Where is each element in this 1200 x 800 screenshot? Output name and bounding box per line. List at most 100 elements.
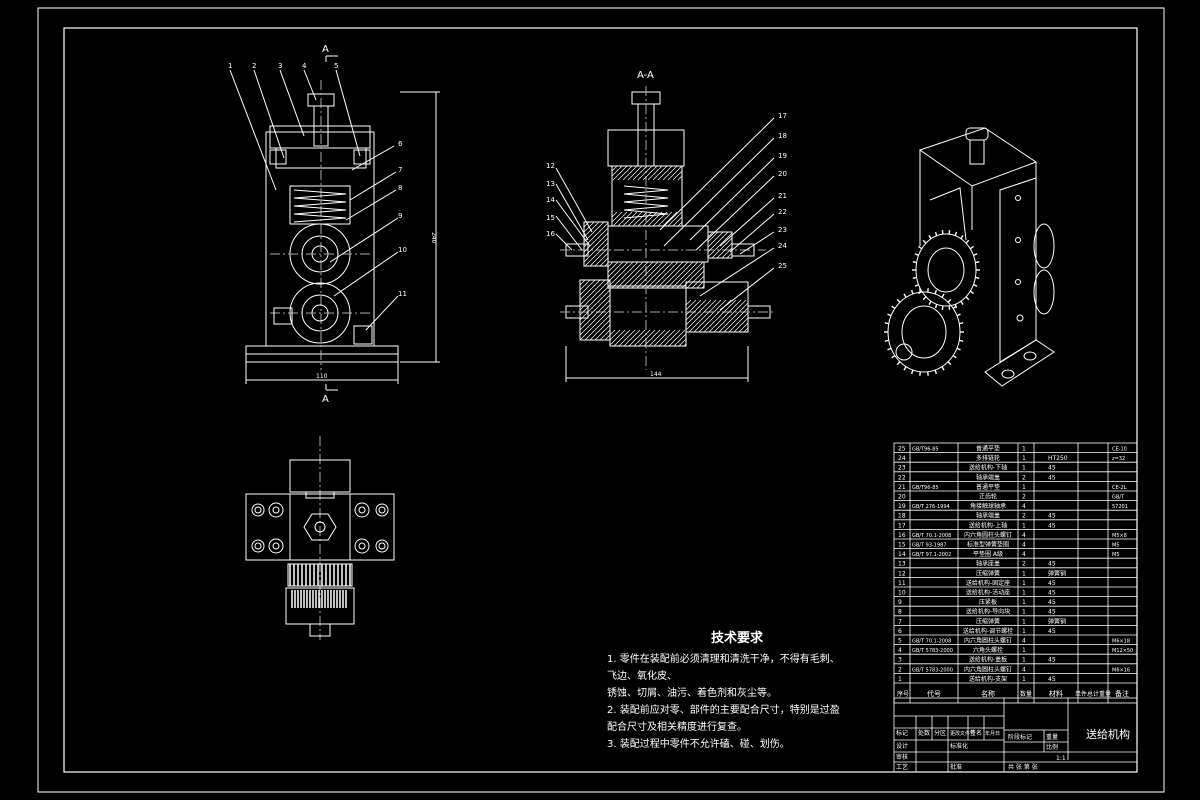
- hatch-line: [707, 231, 724, 248]
- bom-material: 45: [1048, 599, 1056, 606]
- hatch-line: [721, 247, 733, 259]
- bom-name: 送给机构-盖板: [969, 656, 1007, 664]
- tb-approve: 批准: [950, 763, 962, 771]
- bom-qty: 1: [1022, 590, 1026, 597]
- section-mark-top: A: [322, 44, 329, 55]
- hatch-line: [589, 319, 611, 341]
- hatch-line: [662, 211, 678, 227]
- balloon-14: 14: [546, 196, 555, 204]
- tech-line-4: 2. 装配前应对零、部件的主要配合尺寸，特别是过盈: [607, 705, 840, 716]
- tb-count: 处数: [918, 729, 930, 737]
- hatch-line: [583, 237, 609, 263]
- bom-name: 送给机构-调节螺栓: [963, 627, 1013, 635]
- hatch-line: [628, 329, 646, 347]
- gear-tooth: [922, 296, 927, 301]
- bom-no: 12: [898, 570, 906, 577]
- hatch-line: [611, 261, 639, 289]
- bom-qty: 1: [1022, 609, 1026, 616]
- hatch-line: [579, 309, 611, 341]
- bom-qty: 1: [1022, 599, 1026, 606]
- hatch-line: [607, 261, 614, 268]
- tech-line-5: 配合尺寸及相关精度进行复查。: [607, 722, 747, 733]
- gear-tooth: [887, 347, 892, 351]
- hatch-line: [652, 211, 668, 227]
- tb-std: 标准化: [950, 742, 968, 750]
- hatch-line: [632, 165, 648, 181]
- tb-scale: 比例: [1046, 743, 1058, 751]
- bom-no: 11: [898, 580, 906, 587]
- hatch-line: [583, 221, 595, 233]
- bom-no: 25: [898, 446, 906, 453]
- hatch-line: [613, 329, 631, 347]
- gear-tooth: [910, 289, 914, 295]
- tb-zone: 分区: [934, 729, 946, 737]
- hatch-line: [637, 211, 653, 227]
- gear-tooth: [959, 322, 964, 325]
- hatch-line: [657, 211, 673, 227]
- balloon-19: 19: [778, 152, 787, 160]
- hatch-line: [604, 334, 611, 341]
- bom-material: HT250: [1048, 455, 1068, 462]
- balloon-21: 21: [778, 192, 787, 200]
- tb-date: 年月日: [985, 730, 1000, 737]
- hatch-line: [616, 261, 644, 289]
- bom-code: GB/T 97.1-2002: [912, 552, 951, 558]
- balloon-20: 20: [778, 170, 787, 178]
- hatch-line: [583, 227, 609, 253]
- hatch-line: [583, 221, 590, 228]
- hatch-line: [579, 279, 606, 306]
- hatch-line: [683, 343, 687, 347]
- gear-tooth: [959, 339, 964, 342]
- balloon-10: 10: [398, 246, 407, 254]
- hatch-line: [627, 211, 643, 227]
- bom-name: 送给机构-活动座: [966, 589, 1010, 597]
- balloon-9: 9: [398, 212, 402, 220]
- hatch-line: [733, 317, 749, 333]
- hatch-line: [621, 261, 649, 289]
- hatch-line: [617, 165, 633, 181]
- gear-tooth: [973, 253, 978, 256]
- tb-doc: 更改文件号: [950, 730, 975, 737]
- hatch-line: [677, 221, 683, 227]
- hatch-line: [604, 262, 609, 267]
- hatch-line: [607, 261, 619, 273]
- bom-material: 45: [1048, 657, 1056, 664]
- hatch-line: [661, 261, 689, 289]
- hatch-line: [599, 257, 609, 267]
- hatch-line: [657, 165, 673, 181]
- gear-tooth: [975, 276, 980, 280]
- gear-tooth: [891, 305, 896, 310]
- bom-qty: 1: [1022, 618, 1026, 625]
- balloon-8: 8: [398, 184, 402, 192]
- dim-section-width: 144: [650, 371, 662, 378]
- bom-no: 21: [898, 484, 906, 491]
- dim-height: 240: [430, 232, 437, 244]
- hatch-line: [627, 165, 643, 181]
- bom-name: 内六角圆柱头螺钉: [964, 637, 1012, 645]
- tech-line-2: 飞边、氧化皮、: [607, 671, 677, 682]
- isometric-view: [887, 127, 1055, 387]
- hatch-line: [678, 338, 687, 347]
- hatch-line: [653, 329, 671, 347]
- tb-sign: 签名: [970, 729, 982, 737]
- bom-name: 压缩弹簧: [976, 617, 1000, 625]
- hatch-line: [667, 211, 683, 227]
- balloon-17: 17: [778, 112, 787, 120]
- bom-header-material: 材料: [1049, 689, 1063, 698]
- gear-tooth: [903, 293, 907, 298]
- bom-material: 45: [1048, 590, 1056, 597]
- tech-requirements-title: 技术要求: [710, 631, 763, 646]
- section-title: A-A: [637, 70, 654, 81]
- balloon-15: 15: [546, 214, 555, 222]
- bom-name: 压缩弹簧: [976, 569, 1000, 577]
- bom-no: 14: [898, 551, 906, 558]
- gear-tooth: [914, 253, 919, 256]
- hatch-line: [662, 165, 678, 181]
- hatch-line: [579, 284, 611, 316]
- bom-name: 平垫圈 A级: [973, 550, 1003, 558]
- gear-tooth: [965, 239, 970, 244]
- drawing-name: 送给机构: [1086, 727, 1130, 741]
- gear-tooth: [928, 235, 932, 240]
- title-block: [893, 697, 1138, 773]
